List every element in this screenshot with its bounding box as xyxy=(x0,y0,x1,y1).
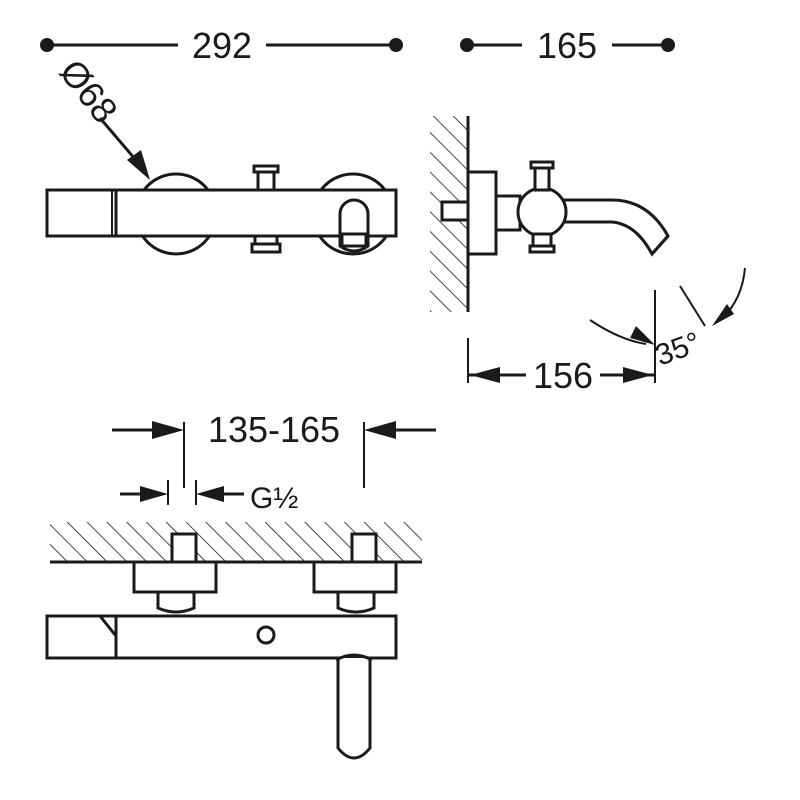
angle-label: 35° xyxy=(651,326,705,373)
connector-side xyxy=(494,194,522,232)
inlet-stub xyxy=(440,200,470,222)
dimension-center-distance: 135-165 xyxy=(112,409,436,488)
spout xyxy=(558,198,670,257)
front-view: 292 Ø68 xyxy=(40,25,403,256)
mixer-handle-round xyxy=(338,198,370,253)
center-distance-label: 135-165 xyxy=(208,409,340,450)
diverter-knob-top xyxy=(252,164,280,192)
mixer-handle-lever xyxy=(336,658,372,760)
dimension-angle: 35° xyxy=(589,267,746,383)
dimension-diameter: Ø68 xyxy=(52,52,150,180)
right-connector-top xyxy=(336,590,376,614)
left-connector-top xyxy=(156,590,196,614)
side-view: 165 35° xyxy=(430,25,746,396)
thread-label: G½ xyxy=(250,482,298,515)
left-inlet-stub xyxy=(170,532,198,564)
dimension-overall-length: 292 xyxy=(40,25,403,66)
escutcheon-side xyxy=(466,170,498,256)
dimension-spout-reach: 156 xyxy=(467,338,655,396)
diverter-hub xyxy=(516,186,568,238)
projection-label: 165 xyxy=(537,25,597,66)
left-escutcheon-top xyxy=(132,560,218,594)
overall-length-label: 292 xyxy=(192,25,252,66)
diameter-label: Ø68 xyxy=(52,52,126,131)
diverter-button-top xyxy=(256,625,276,645)
mixer-body-top xyxy=(45,614,398,660)
spout-reach-label: 156 xyxy=(533,355,593,396)
top-view: 135-165 G½ xyxy=(45,409,436,760)
right-inlet-stub xyxy=(350,532,378,564)
mixer-body xyxy=(45,188,398,238)
dimension-projection: 165 xyxy=(460,25,675,66)
right-escutcheon-top xyxy=(312,560,398,594)
dimension-thread: G½ xyxy=(120,480,298,515)
